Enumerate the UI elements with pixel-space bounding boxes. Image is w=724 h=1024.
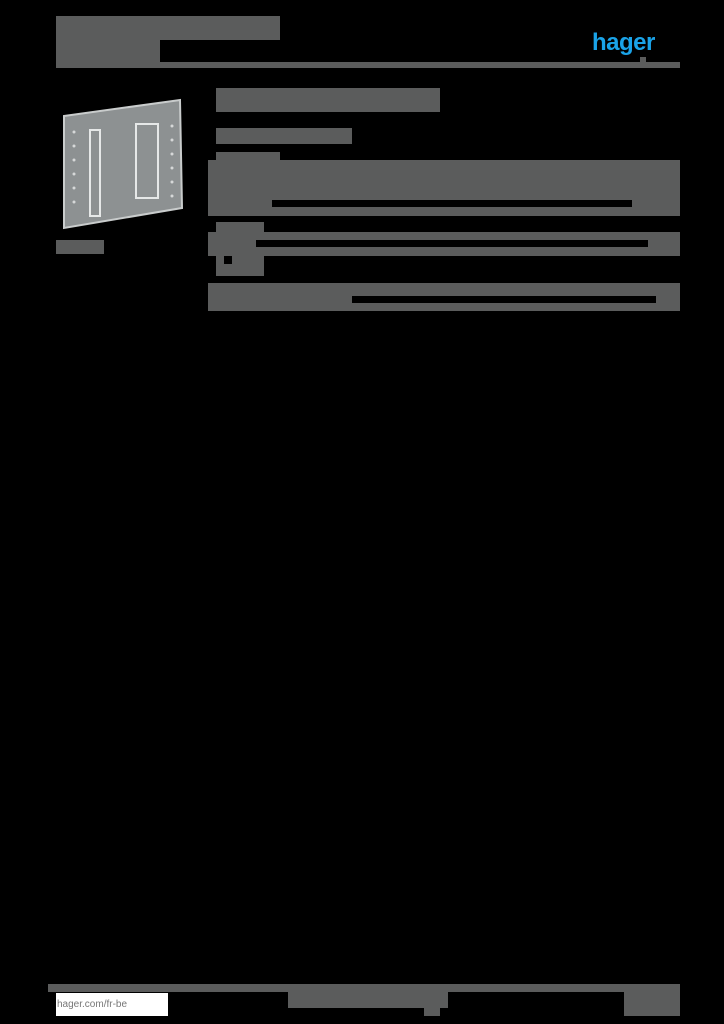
product-name-redacted — [216, 88, 440, 112]
header-divider — [56, 62, 680, 68]
hager-logo: hager — [592, 29, 655, 56]
spec-section-1-redacted — [208, 160, 680, 216]
header-subtitle-redacted — [56, 40, 160, 62]
footer-center-text-redacted — [288, 992, 448, 1008]
spec-section-2-icon-hole — [224, 256, 232, 264]
spec-section-2-gap — [256, 240, 648, 247]
header-title-redacted — [56, 16, 280, 40]
product-image — [63, 98, 184, 230]
footer-page-ref-redacted — [624, 992, 680, 1016]
product-caption-redacted — [56, 240, 104, 254]
spec-section-1-gap — [272, 200, 632, 207]
logo-mark — [640, 57, 646, 62]
footer-url: hager.com/fr-be — [56, 993, 168, 1016]
footer-divider — [48, 984, 680, 992]
product-reference-redacted — [216, 128, 352, 144]
spec-section-3-gap — [352, 296, 656, 303]
footer-center-tail-redacted — [424, 1008, 440, 1016]
